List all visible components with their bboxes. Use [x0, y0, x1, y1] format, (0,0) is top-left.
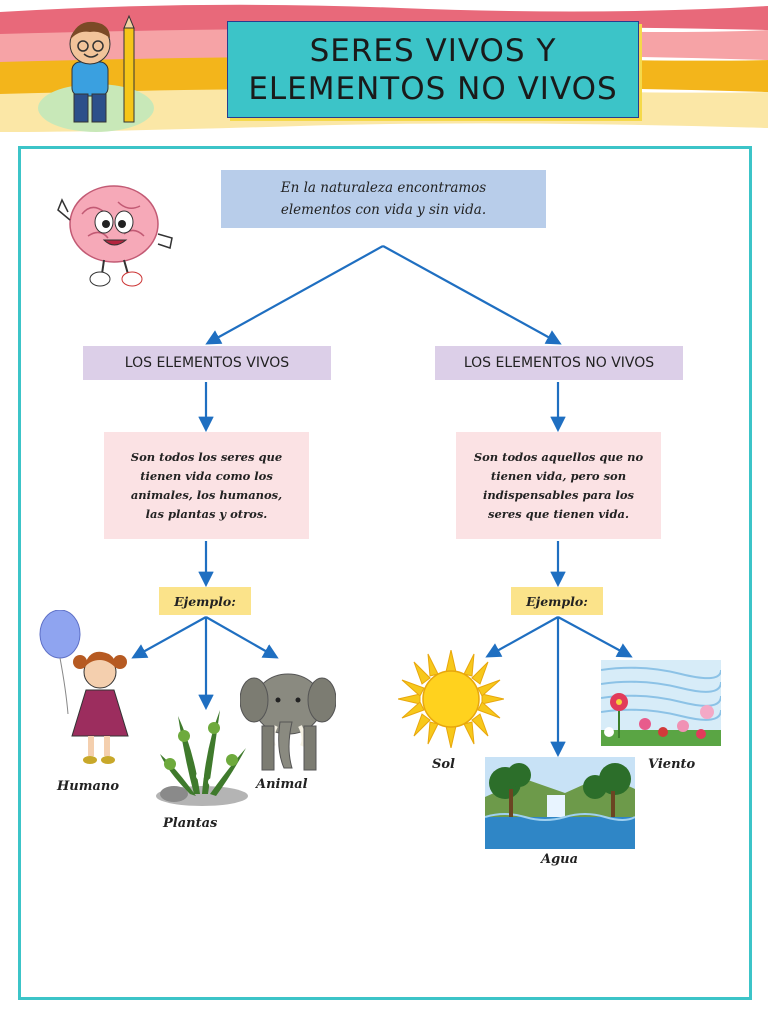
title-line-2: ELEMENTOS NO VIVOS — [248, 70, 618, 107]
caption-plantas: Plantas — [163, 816, 218, 831]
caption-animal: Animal — [256, 777, 308, 792]
living-desc-line: animales, los humanos, — [130, 487, 283, 502]
elephant-icon — [240, 673, 336, 771]
plant-icon — [156, 710, 248, 806]
nonliving-desc-line: indispensables para los — [483, 487, 634, 502]
nonliving-desc-line: seres que tienen vida. — [488, 506, 629, 521]
sun-icon — [398, 650, 504, 748]
nonliving-desc-line: tienen vida, pero son — [490, 468, 627, 483]
wind-flowers-icon — [601, 660, 721, 746]
nonliving-desc-line: Son todos aquellos que no — [473, 449, 644, 464]
page-title: SERES VIVOS Y ELEMENTOS NO VIVOS — [227, 21, 639, 118]
content-frame — [18, 146, 752, 1000]
title-line-1: SERES VIVOS Y — [309, 32, 557, 69]
living-desc-line: las plantas y otros. — [145, 506, 268, 521]
living-desc-line: Son todos los seres que — [130, 449, 283, 464]
living-example-label: Ejemplo: — [159, 587, 251, 615]
girl-with-balloon-icon — [39, 610, 129, 764]
caption-sol: Sol — [432, 757, 455, 772]
intro-line-2: elementos con vida y sin vida. — [280, 202, 487, 218]
boy-with-pencil-icon — [38, 14, 154, 132]
nonliving-elements-heading: LOS ELEMENTOS NO VIVOS — [435, 346, 683, 380]
caption-viento: Viento — [648, 757, 696, 772]
nonliving-example-label: Ejemplo: — [511, 587, 603, 615]
intro-line-1: En la naturaleza encontramos — [280, 180, 487, 196]
living-desc-line: tienen vida como los — [140, 468, 273, 483]
living-description: Son todos los seres que tienen vida como… — [104, 432, 309, 539]
waterfall-icon — [485, 757, 635, 849]
living-elements-heading: LOS ELEMENTOS VIVOS — [83, 346, 331, 380]
nonliving-description: Son todos aquellos que no tienen vida, p… — [456, 432, 661, 539]
caption-humano: Humano — [57, 779, 120, 794]
brain-mascot-icon — [57, 185, 173, 287]
caption-agua: Agua — [541, 852, 579, 867]
intro-box: En la naturaleza encontramos elementos c… — [221, 170, 546, 228]
